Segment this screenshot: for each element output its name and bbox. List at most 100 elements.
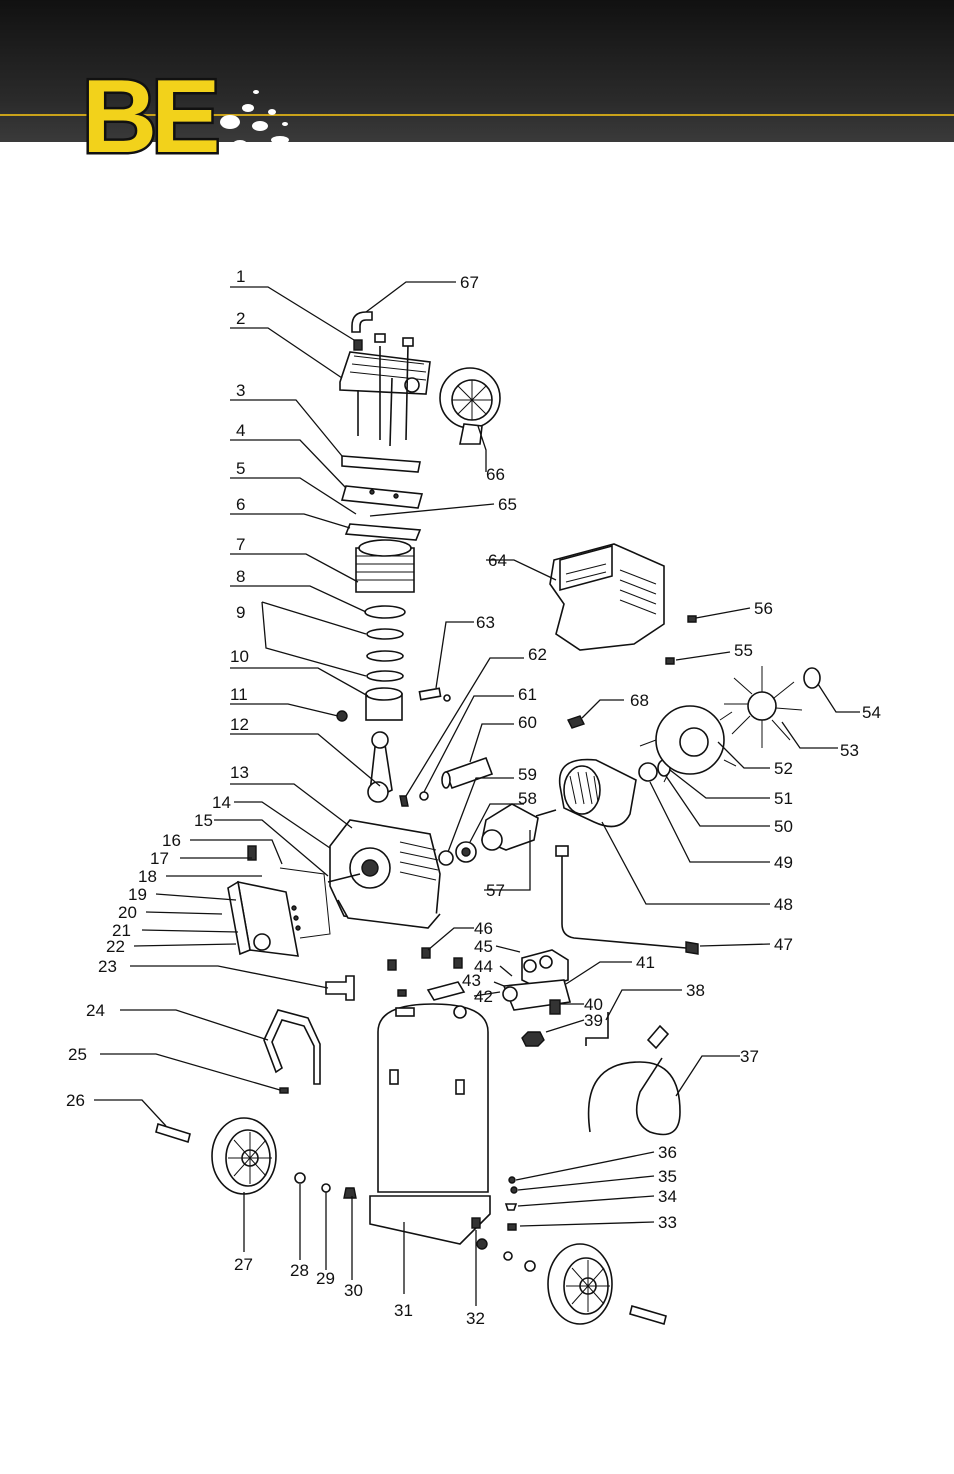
part-label: 60: [518, 713, 537, 732]
part-label: 50: [774, 817, 793, 836]
part-label: 11: [230, 685, 248, 704]
bearing: [639, 763, 657, 781]
part-label: 16: [162, 831, 181, 850]
part-label: 14: [212, 793, 231, 812]
part-label: 57: [486, 881, 505, 900]
part-label: 63: [476, 613, 495, 632]
circlip: [804, 668, 820, 688]
piston-pin-clip: [337, 711, 347, 721]
part-label: 38: [686, 981, 705, 1000]
piston-ring-3: [367, 651, 403, 661]
part-label: 10: [230, 647, 249, 666]
part-label: 1: [236, 267, 245, 286]
part-label: 37: [740, 1047, 759, 1066]
part-label: 22: [106, 937, 125, 956]
foot-nut: [344, 1188, 356, 1198]
part-label: 9: [236, 603, 245, 622]
part-label: 36: [658, 1143, 677, 1162]
piston-ring-4: [367, 671, 403, 681]
capacitor: [442, 758, 492, 788]
wire-connector: [568, 716, 584, 728]
part-label: 34: [658, 1187, 677, 1206]
small-fastener: [400, 796, 408, 806]
part-label: 58: [518, 789, 537, 808]
nut: [509, 1177, 515, 1183]
part-label: 44: [474, 957, 493, 976]
part-label: 13: [230, 763, 249, 782]
part-label: 55: [734, 641, 753, 660]
crankcase-cover: [228, 846, 330, 956]
part-label: 26: [66, 1091, 85, 1110]
crankcase: [328, 820, 440, 928]
cylinder-head: [340, 334, 430, 446]
part-label: 30: [344, 1281, 363, 1300]
elbow-fitting: [352, 312, 372, 332]
part-label: 62: [528, 645, 547, 664]
wheel-right: [548, 1244, 612, 1324]
part-drawings: [156, 312, 820, 1324]
part-label: 5: [236, 459, 245, 478]
part-label: 31: [394, 1301, 413, 1320]
bolt: [388, 960, 396, 970]
tee-fitting: [326, 976, 354, 1000]
air-filter: [440, 368, 500, 444]
fan-shroud: [550, 544, 664, 650]
power-cord: [589, 1058, 680, 1135]
part-label: 67: [460, 273, 479, 292]
part-label: 49: [774, 853, 793, 872]
axle-bolt: [156, 1124, 190, 1142]
part-label: 8: [236, 567, 245, 586]
part-label: 46: [474, 919, 493, 938]
handle: [264, 1010, 320, 1084]
air-tank: [370, 1004, 490, 1244]
part-label: 17: [150, 849, 169, 868]
head-gasket: [342, 456, 420, 472]
cylinder-gasket: [346, 524, 420, 540]
part-label: 64: [488, 551, 507, 570]
washer: [295, 1173, 305, 1183]
part-label: 47: [774, 935, 793, 954]
part-label: 61: [518, 685, 537, 704]
part-label: 33: [658, 1213, 677, 1232]
part-label: 25: [68, 1045, 87, 1064]
part-label: 59: [518, 765, 537, 784]
part-label: 51: [774, 789, 793, 808]
valve-plate: [342, 486, 422, 508]
part-label: 28: [290, 1261, 309, 1280]
part-label: 35: [658, 1167, 677, 1186]
washer-small: [322, 1184, 330, 1192]
part-label: 27: [234, 1255, 253, 1274]
motor-stator: [560, 760, 636, 827]
bearing-washer: [439, 851, 453, 865]
outlet-tube: [562, 852, 686, 948]
part-label: 23: [98, 957, 117, 976]
part-label: 7: [236, 535, 245, 554]
part-label: 66: [486, 465, 505, 484]
part-label: 56: [754, 599, 773, 618]
part-label: 15: [194, 811, 213, 830]
pressure-switch: [503, 950, 570, 1014]
clip: [420, 792, 428, 800]
part-label: 45: [474, 937, 493, 956]
part-label: 4: [236, 421, 245, 440]
piston-pin: [419, 688, 440, 699]
drain-valve: [472, 1218, 480, 1228]
part-label: 24: [86, 1001, 105, 1020]
part-label: 19: [128, 885, 147, 904]
motor-rotor: [482, 804, 556, 850]
cylinder: [356, 540, 414, 592]
part-label: 54: [862, 703, 881, 722]
part-label: 20: [118, 903, 137, 922]
axle-bolt-right: [630, 1306, 666, 1324]
part-label: 65: [498, 495, 517, 514]
part-label: 12: [230, 715, 249, 734]
part-label: 6: [236, 495, 245, 514]
part-label: 32: [466, 1309, 485, 1328]
piston-ring-1: [365, 606, 405, 618]
part-label: 3: [236, 381, 245, 400]
part-label: 41: [636, 953, 655, 972]
piston: [366, 688, 402, 720]
part-label: 18: [138, 867, 157, 886]
wheel-left: [212, 1118, 276, 1194]
